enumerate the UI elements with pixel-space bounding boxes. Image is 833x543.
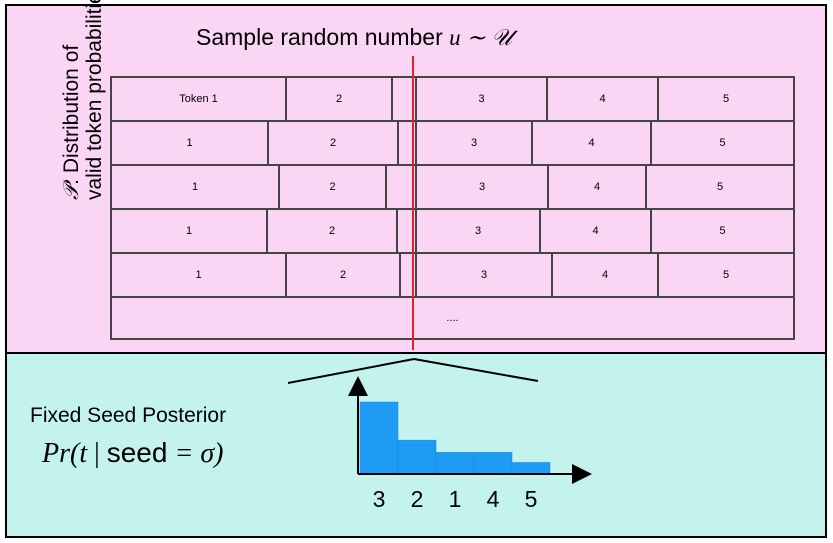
- token-cell: 4: [532, 121, 651, 165]
- token-cell: 2: [268, 121, 398, 165]
- posterior-bar-5: [511, 462, 551, 475]
- posterior-category-label: 1: [448, 486, 462, 512]
- posterior-title: Fixed Seed Posterior: [30, 404, 227, 427]
- formula-seed: seed: [106, 437, 168, 468]
- token-cell: 3: [416, 253, 552, 297]
- token-cell: 5: [658, 77, 794, 121]
- token-cell: 1: [111, 253, 286, 297]
- zoom-wedge-line: [287, 358, 415, 384]
- token-cell: 2: [279, 165, 386, 209]
- formula-bar: |: [87, 438, 107, 469]
- sample-line: [412, 56, 414, 350]
- posterior-category-label: 2: [410, 486, 424, 512]
- token-cell: 5: [646, 165, 794, 209]
- posterior-bar-1: [435, 452, 475, 475]
- zoom-wedge-line: [413, 358, 539, 382]
- diagram-title: Sample random number u ∼ 𝒰: [196, 24, 512, 51]
- token-cell: [397, 209, 416, 253]
- posterior-bar-2: [397, 439, 437, 475]
- formula-pre: Pr(t: [42, 438, 88, 469]
- token-cell: 3: [416, 121, 532, 165]
- token-cell: 4: [547, 77, 658, 121]
- token-cell: 2: [286, 77, 392, 121]
- token-cell: 5: [651, 121, 794, 165]
- posterior-bar-4: [473, 452, 513, 475]
- formula-post: = σ): [167, 438, 224, 469]
- token-cell: ....: [111, 297, 794, 339]
- token-cell: 4: [548, 165, 646, 209]
- title-text: Sample random number: [196, 24, 450, 50]
- posterior-formula: Pr(t | seed = σ): [42, 437, 223, 470]
- token-cell: 2: [286, 253, 400, 297]
- token-cell: [386, 165, 416, 209]
- posterior-category-label: 4: [486, 486, 500, 512]
- token-cell: 4: [552, 253, 658, 297]
- posterior-category-label: 5: [524, 486, 538, 512]
- token-cell: 3: [416, 165, 548, 209]
- token-cell: 5: [651, 209, 794, 253]
- title-math: u ∼ 𝒰: [449, 25, 513, 50]
- token-cell: Token 1: [111, 77, 286, 121]
- token-cell: 1: [111, 121, 268, 165]
- token-cell: 1: [111, 209, 267, 253]
- token-cell: 3: [416, 209, 540, 253]
- token-cell: 1: [111, 165, 279, 209]
- token-cell: 4: [540, 209, 651, 253]
- token-cell: 5: [658, 253, 794, 297]
- token-cell: 3: [416, 77, 547, 121]
- posterior-bar-3: [359, 401, 399, 475]
- posterior-category-label: 3: [372, 486, 386, 512]
- token-cell: [398, 121, 416, 165]
- token-cell: 2: [267, 209, 397, 253]
